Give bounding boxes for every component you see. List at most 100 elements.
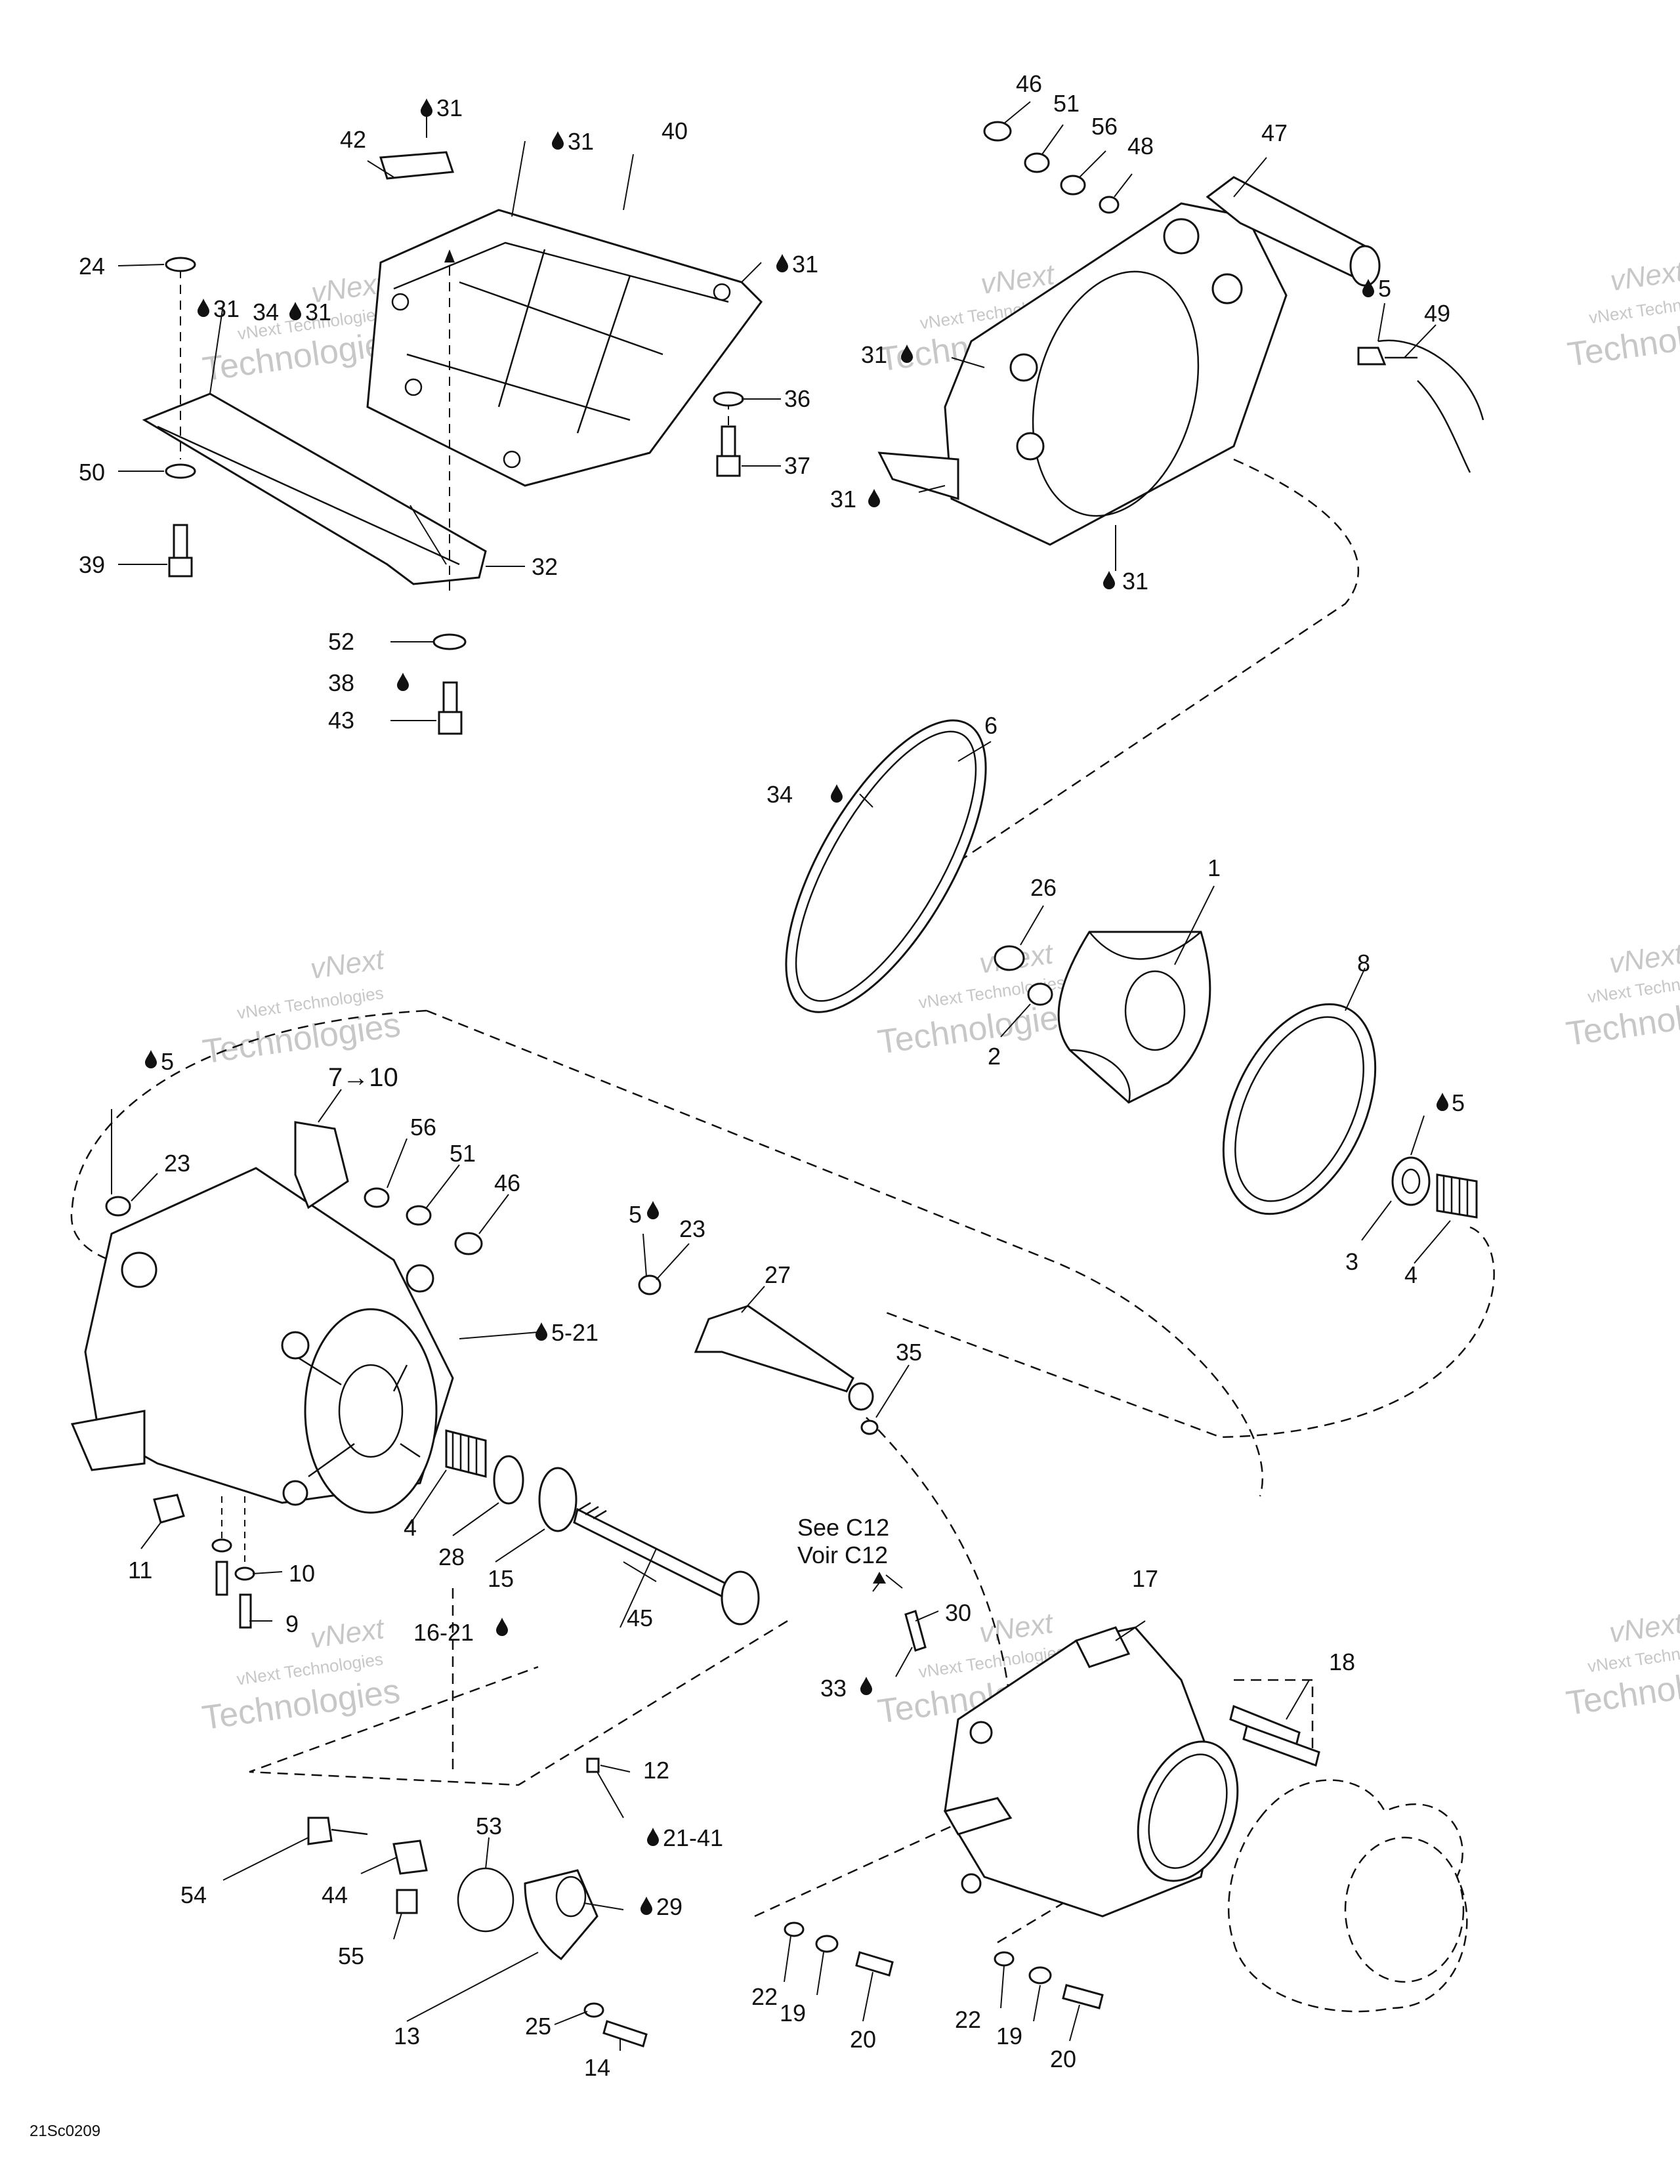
callout-23: 23 xyxy=(164,1150,190,1177)
seal-ring-6-inner xyxy=(795,730,977,1002)
assembly-dashed-lines xyxy=(70,458,1495,1944)
pin-18-b xyxy=(1242,1725,1320,1767)
pump-housing-boss xyxy=(406,1264,434,1293)
shaft-45-flange xyxy=(721,1570,760,1626)
axis-arrow xyxy=(444,249,455,262)
seal-3 xyxy=(1391,1156,1431,1206)
nozzle-ear xyxy=(1074,1626,1131,1668)
washer-25 xyxy=(583,2002,604,2018)
gasket-53 xyxy=(457,1867,514,1933)
callout-34: 34 xyxy=(253,299,279,326)
fitting-49 xyxy=(1357,346,1387,366)
pipe-27-end xyxy=(848,1382,874,1411)
reverse-gate-ring xyxy=(1344,1836,1465,1983)
washer-52 xyxy=(432,633,467,650)
callout-8: 8 xyxy=(1357,950,1370,976)
pump-housing-flange xyxy=(304,1308,438,1514)
callout-6: 6 xyxy=(984,712,998,739)
callout-31: 31 xyxy=(436,94,463,121)
housing-boss xyxy=(1163,218,1200,255)
washer-10-b xyxy=(234,1566,255,1581)
washer-19-b xyxy=(1028,1966,1052,1984)
pump-housing-boss xyxy=(281,1331,310,1360)
drop-icon xyxy=(198,299,209,317)
nozzle-assembly xyxy=(784,1610,1468,2013)
callout-54: 54 xyxy=(180,1881,207,1908)
drop-icon xyxy=(397,673,409,691)
washer-22-b xyxy=(994,1951,1015,1967)
callout-17: 17 xyxy=(1132,1565,1158,1592)
see-c12-arrow xyxy=(873,1572,886,1584)
drop-icon xyxy=(860,1677,872,1695)
callout-5: 5 xyxy=(629,1201,642,1228)
pump-housing-ear xyxy=(294,1121,349,1209)
screw-43-head xyxy=(438,711,463,735)
washer-23-mid xyxy=(638,1274,662,1295)
housing-boss xyxy=(1211,273,1243,304)
pump-housing-foot xyxy=(70,1410,146,1471)
callout-31: 31 xyxy=(305,299,331,326)
callout-10: 10 xyxy=(289,1560,315,1587)
seal-2 xyxy=(1027,982,1053,1006)
svg-text:Technologies: Technologies xyxy=(200,1672,402,1738)
nozzle-boss xyxy=(969,1721,993,1744)
callout-46: 46 xyxy=(1016,70,1042,97)
drop-icon xyxy=(421,98,432,117)
screw-9-a xyxy=(215,1561,228,1596)
ride-plate-hole xyxy=(391,293,410,311)
housing-bore xyxy=(1032,270,1200,517)
callout-38: 38 xyxy=(328,669,354,696)
ride-plate-hole xyxy=(503,450,521,469)
drop-icon xyxy=(868,489,880,507)
callout-51: 51 xyxy=(1053,90,1080,117)
drop-icon xyxy=(831,784,843,803)
callout-5: 5 xyxy=(1452,1089,1465,1116)
callout-13: 13 xyxy=(394,2023,420,2049)
nut-46-top xyxy=(983,121,1012,142)
nozzle-outlet xyxy=(1137,1740,1239,1882)
callout-3: 3 xyxy=(1345,1248,1358,1275)
callout-28: 28 xyxy=(438,1544,465,1570)
drop-icon xyxy=(647,1828,659,1846)
fitting-30 xyxy=(904,1610,927,1652)
nozzle-outlet-inner xyxy=(1148,1754,1228,1869)
callout-14: 14 xyxy=(584,2054,610,2081)
callout-56: 56 xyxy=(410,1114,436,1141)
impeller-1 xyxy=(1057,931,1211,1104)
bearing-4-left-rollers xyxy=(452,1432,478,1474)
plate-pad xyxy=(379,151,455,180)
svg-text:vNext: vNext xyxy=(308,943,387,985)
pump-housing-support xyxy=(944,202,1288,546)
watermark: vNext vNext Technologies Technologies xyxy=(1565,255,1680,375)
washer-22-a xyxy=(784,1922,805,1937)
nozzle-tab xyxy=(943,1797,1013,1836)
screw-37-head xyxy=(716,455,741,477)
dashed-line-left-loop xyxy=(70,1009,427,1268)
screw-55 xyxy=(396,1889,418,1914)
callout-4: 4 xyxy=(1404,1261,1418,1288)
drop-icon xyxy=(536,1322,547,1341)
callout-7-10: 7→10 xyxy=(328,1063,398,1092)
ride-plate xyxy=(366,209,763,487)
screw-37-shank xyxy=(721,425,736,457)
callout-53: 53 xyxy=(476,1813,502,1839)
washer-51-top xyxy=(1024,152,1050,173)
callout-47: 47 xyxy=(1261,119,1288,146)
bearing-15 xyxy=(538,1467,578,1532)
callout-5-21: 5-21 xyxy=(551,1319,598,1346)
callout-40: 40 xyxy=(662,117,688,144)
callout-26: 26 xyxy=(1030,874,1057,901)
wear-ring-8 xyxy=(1222,1003,1377,1215)
washer-56-top xyxy=(1060,175,1086,196)
callout-5: 5 xyxy=(1378,275,1391,302)
callout-19: 19 xyxy=(780,2000,806,2026)
pump-housing-vanes xyxy=(288,1351,421,1478)
callout-labels: 46 51 56 48 47 42 31 31 40 24 31 34 31 3… xyxy=(30,70,1465,2140)
drop-icon xyxy=(496,1618,508,1636)
callout-45: 45 xyxy=(627,1605,653,1631)
dashed-line-nozzle-screws xyxy=(754,1810,1064,1944)
seal-ring-6 xyxy=(785,719,987,1013)
watermark: vNext vNext Technologies Technologies xyxy=(1564,938,1680,1054)
screw-39-head xyxy=(168,556,193,578)
callout-35: 35 xyxy=(896,1339,922,1366)
